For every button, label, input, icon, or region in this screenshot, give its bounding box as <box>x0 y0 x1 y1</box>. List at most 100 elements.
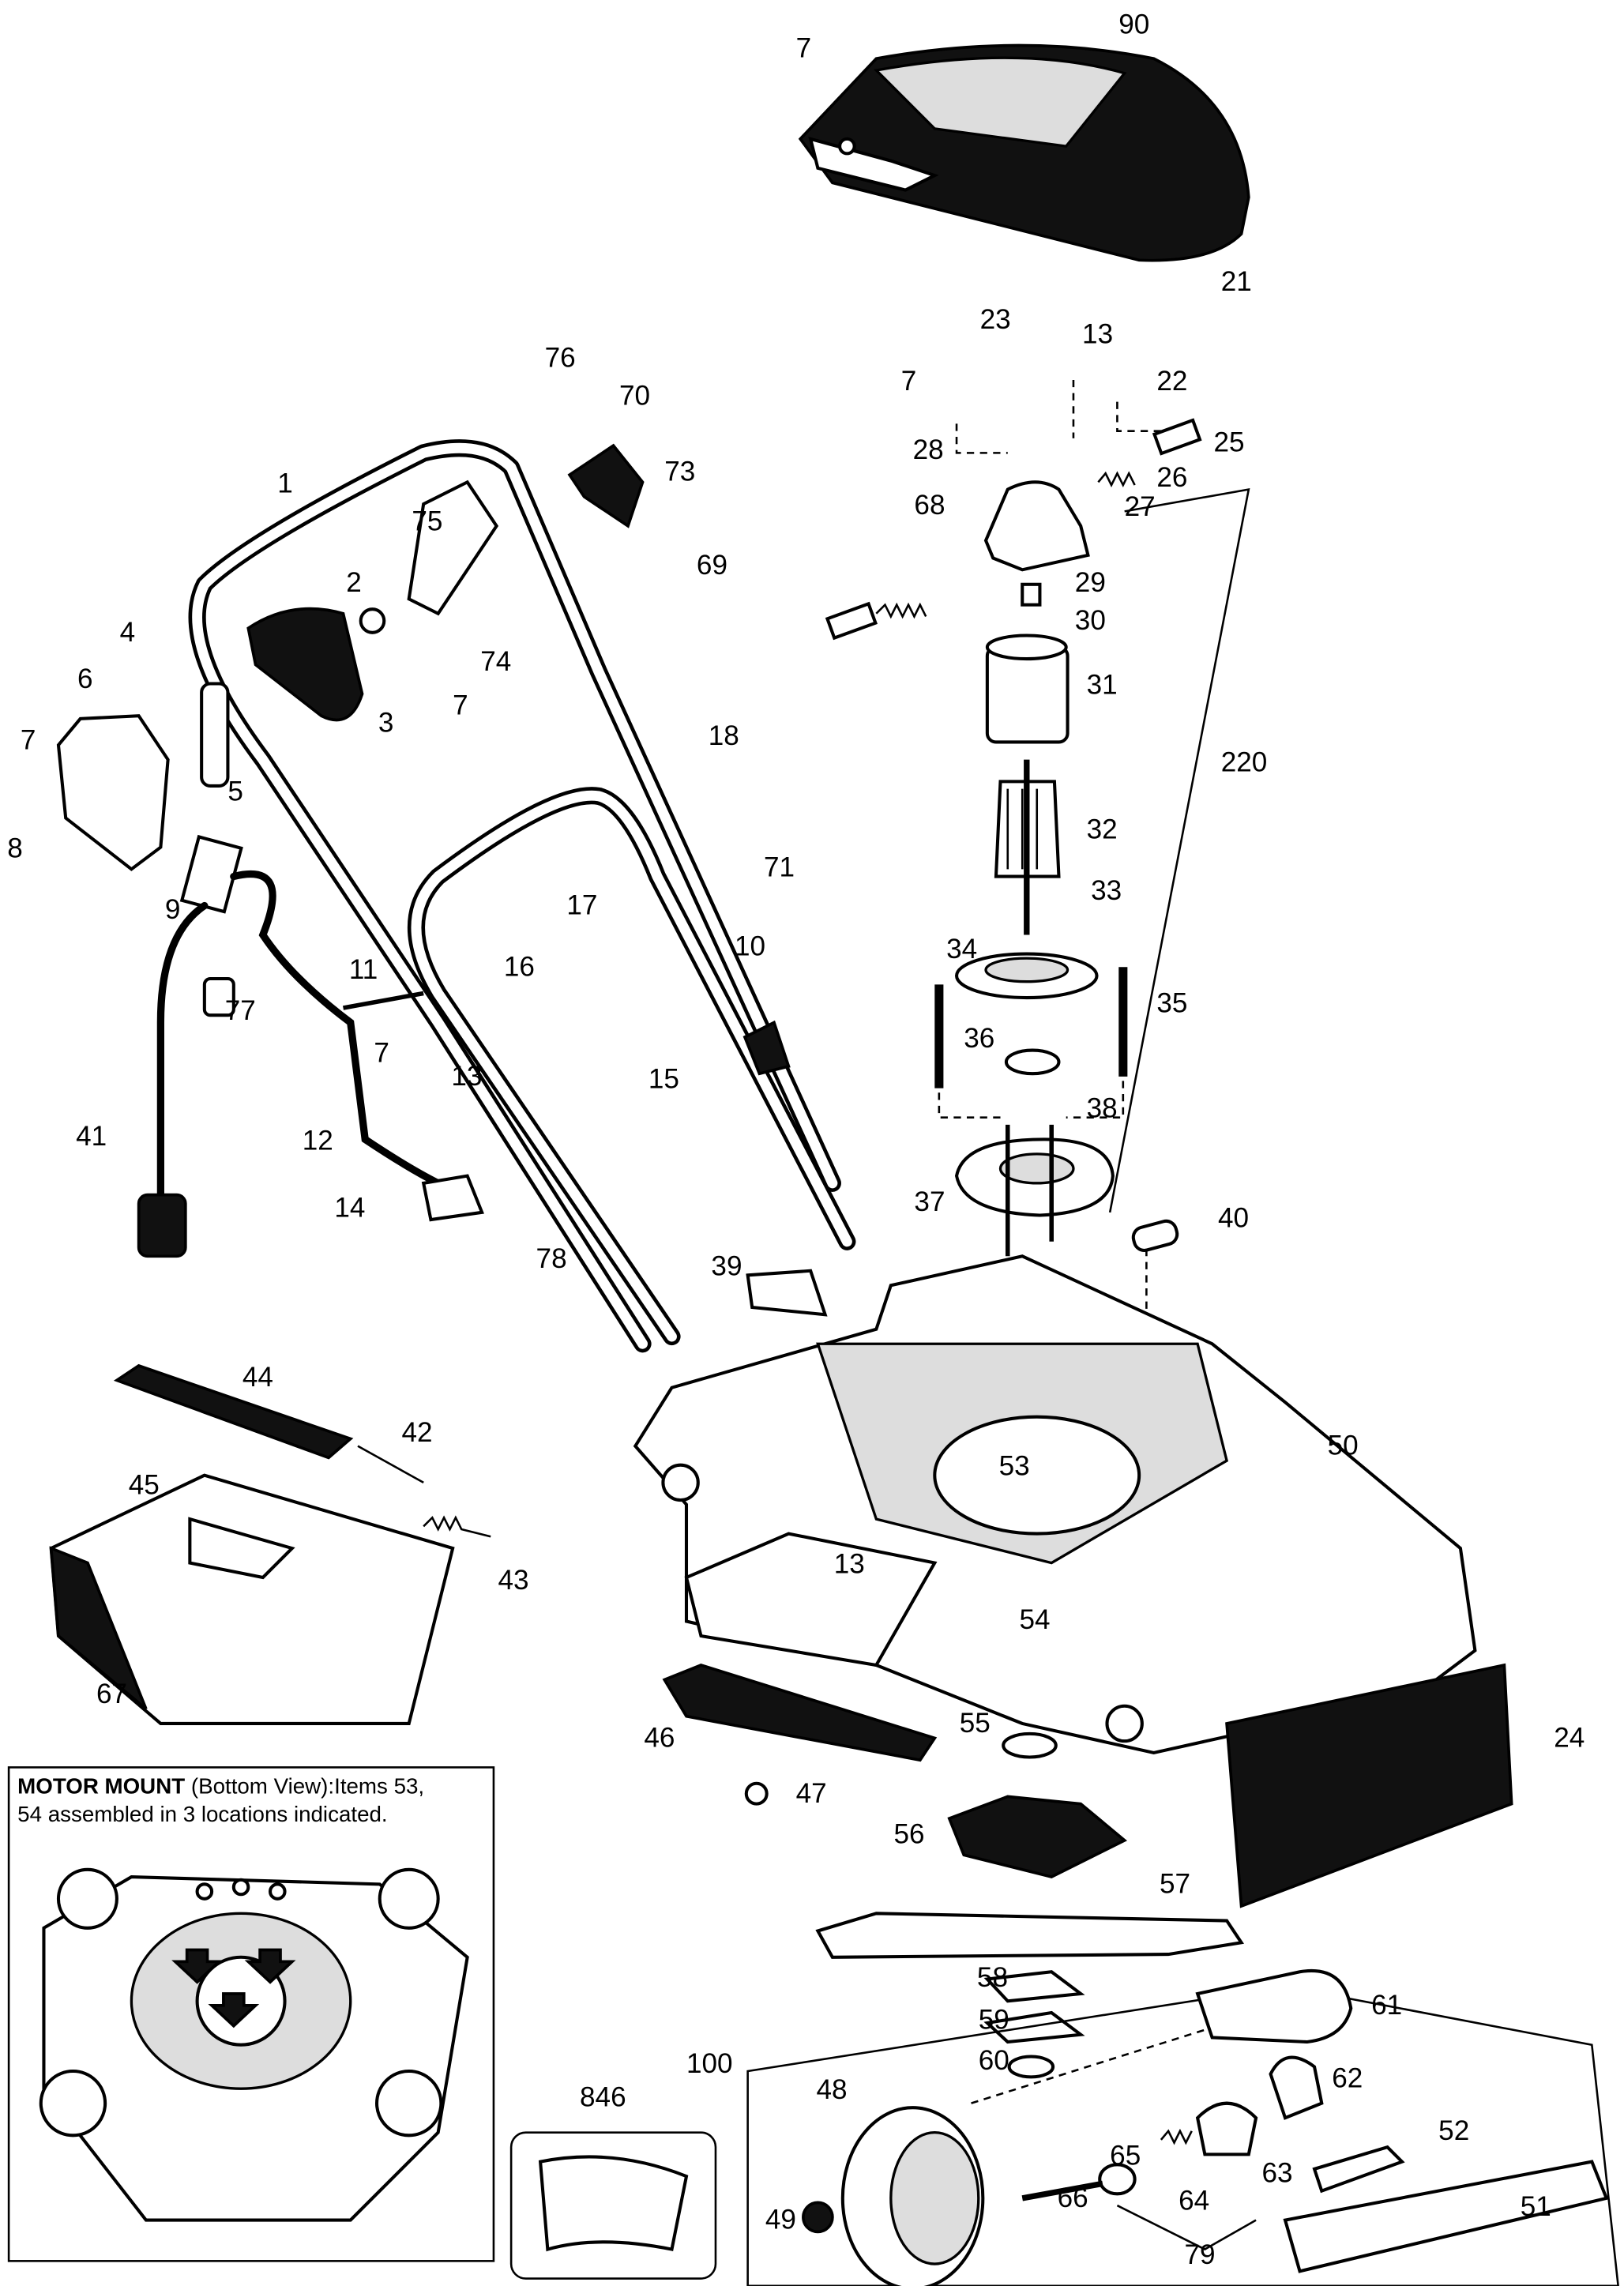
callout-66: 66 <box>1058 2183 1088 2213</box>
callout-78: 78 <box>536 1243 567 1274</box>
callout-7: 7 <box>453 690 468 720</box>
motor-parts <box>934 488 1250 1359</box>
inset-caption-line2: 54 assembled in 3 locations indicated. <box>17 1802 387 1826</box>
callout-15: 15 <box>648 1064 679 1095</box>
callout-57: 57 <box>1160 1868 1190 1899</box>
callout-90: 90 <box>1118 9 1149 40</box>
callout-37: 37 <box>914 1186 945 1217</box>
callout-26: 26 <box>1156 462 1187 493</box>
callout-8: 8 <box>7 833 23 864</box>
callout-74: 74 <box>480 646 511 677</box>
callout-30: 30 <box>1075 605 1106 636</box>
hardware-bag-part <box>509 2131 717 2280</box>
callout-53: 53 <box>999 1451 1030 1482</box>
wheel-kit-part <box>746 1969 1619 2286</box>
handle-part <box>188 439 856 1353</box>
callout-17: 17 <box>566 890 597 921</box>
callout-34: 34 <box>946 934 977 964</box>
callout-54: 54 <box>1020 1604 1051 1635</box>
callout-9: 9 <box>165 894 181 925</box>
callout-47: 47 <box>796 1778 827 1809</box>
callout-79: 79 <box>1184 2239 1215 2270</box>
callout-59: 59 <box>979 2004 1009 2035</box>
callout-10: 10 <box>735 931 765 961</box>
callout-38: 38 <box>1087 1093 1118 1124</box>
callout-7: 7 <box>21 725 36 756</box>
callout-42: 42 <box>401 1417 432 1448</box>
callout-67: 67 <box>96 1679 127 1709</box>
inset-caption-rest: (Bottom View):Items 53, <box>185 1774 424 1799</box>
callout-29: 29 <box>1075 567 1106 598</box>
brush-holder-part <box>825 379 1202 641</box>
callout-5: 5 <box>227 776 243 806</box>
callout-14: 14 <box>334 1192 365 1223</box>
callout-44: 44 <box>242 1362 273 1393</box>
callout-100: 100 <box>686 2048 733 2079</box>
callout-6: 6 <box>77 664 93 694</box>
callout-45: 45 <box>129 1470 160 1501</box>
callout-75: 75 <box>412 506 442 536</box>
callout-11: 11 <box>349 954 378 985</box>
callout-13: 13 <box>451 1061 482 1092</box>
callout-13: 13 <box>1082 319 1113 350</box>
callout-4: 4 <box>120 617 136 648</box>
callout-28: 28 <box>913 434 944 465</box>
callout-12: 12 <box>303 1125 333 1156</box>
callout-71: 71 <box>764 852 795 883</box>
callout-labels: 7 90 21 23 13 7 22 28 25 26 27 68 29 30 … <box>7 9 1585 2270</box>
callout-18: 18 <box>709 720 739 751</box>
mower-deck-part <box>633 1254 1513 1908</box>
callout-50: 50 <box>1328 1431 1359 1461</box>
callout-220: 220 <box>1221 746 1268 777</box>
motor-mount-inset: MOTOR MOUNT (Bottom View):Items 53, 54 a… <box>7 1766 495 2262</box>
svg-text:MOTOR MOUNT (Bottom View):Item: MOTOR MOUNT (Bottom View):Items 53, <box>17 1774 424 1799</box>
callout-23: 23 <box>980 304 1011 335</box>
switch-and-cord-parts <box>56 682 484 1258</box>
callout-21: 21 <box>1221 266 1252 297</box>
motor-cover-part <box>798 43 1250 262</box>
callout-846: 846 <box>580 2081 626 2112</box>
callout-52: 52 <box>1438 2115 1469 2146</box>
callout-7: 7 <box>796 32 812 63</box>
callout-69: 69 <box>697 550 727 581</box>
callout-3: 3 <box>378 708 394 739</box>
callout-58: 58 <box>977 1962 1008 1993</box>
callout-51: 51 <box>1521 2191 1551 2222</box>
callout-61: 61 <box>1371 1990 1402 2021</box>
blade-parts <box>662 1664 1245 2079</box>
callout-46: 46 <box>644 1723 675 1754</box>
callout-43: 43 <box>498 1565 528 1596</box>
callout-49: 49 <box>765 2205 796 2235</box>
callout-32: 32 <box>1087 814 1118 845</box>
callout-16: 16 <box>504 951 535 982</box>
callout-7: 7 <box>374 1037 389 1068</box>
callout-24: 24 <box>1554 1723 1585 1754</box>
callout-60: 60 <box>979 2045 1009 2076</box>
callout-70: 70 <box>619 380 650 411</box>
callout-7: 7 <box>901 366 917 397</box>
callout-13: 13 <box>834 1549 865 1580</box>
callout-27: 27 <box>1125 491 1156 522</box>
callout-76: 76 <box>545 342 576 373</box>
callout-62: 62 <box>1332 2062 1363 2093</box>
callout-1: 1 <box>277 468 293 498</box>
callout-40: 40 <box>1218 1202 1249 1233</box>
callout-25: 25 <box>1213 427 1244 458</box>
callout-65: 65 <box>1110 2140 1141 2171</box>
callout-22: 22 <box>1156 366 1187 397</box>
callout-73: 73 <box>664 457 695 487</box>
callout-31: 31 <box>1087 669 1118 700</box>
callout-55: 55 <box>960 1708 991 1739</box>
callout-77: 77 <box>225 995 256 1026</box>
callout-56: 56 <box>894 1819 925 1850</box>
callout-39: 39 <box>711 1250 742 1281</box>
callout-35: 35 <box>1156 988 1187 1019</box>
callout-64: 64 <box>1179 2186 1209 2216</box>
grass-catcher-part <box>49 1363 491 1725</box>
callout-68: 68 <box>914 490 945 521</box>
callout-41: 41 <box>76 1121 107 1152</box>
inset-title: MOTOR MOUNT <box>17 1774 185 1799</box>
callout-33: 33 <box>1091 875 1122 906</box>
callout-2: 2 <box>346 567 362 598</box>
